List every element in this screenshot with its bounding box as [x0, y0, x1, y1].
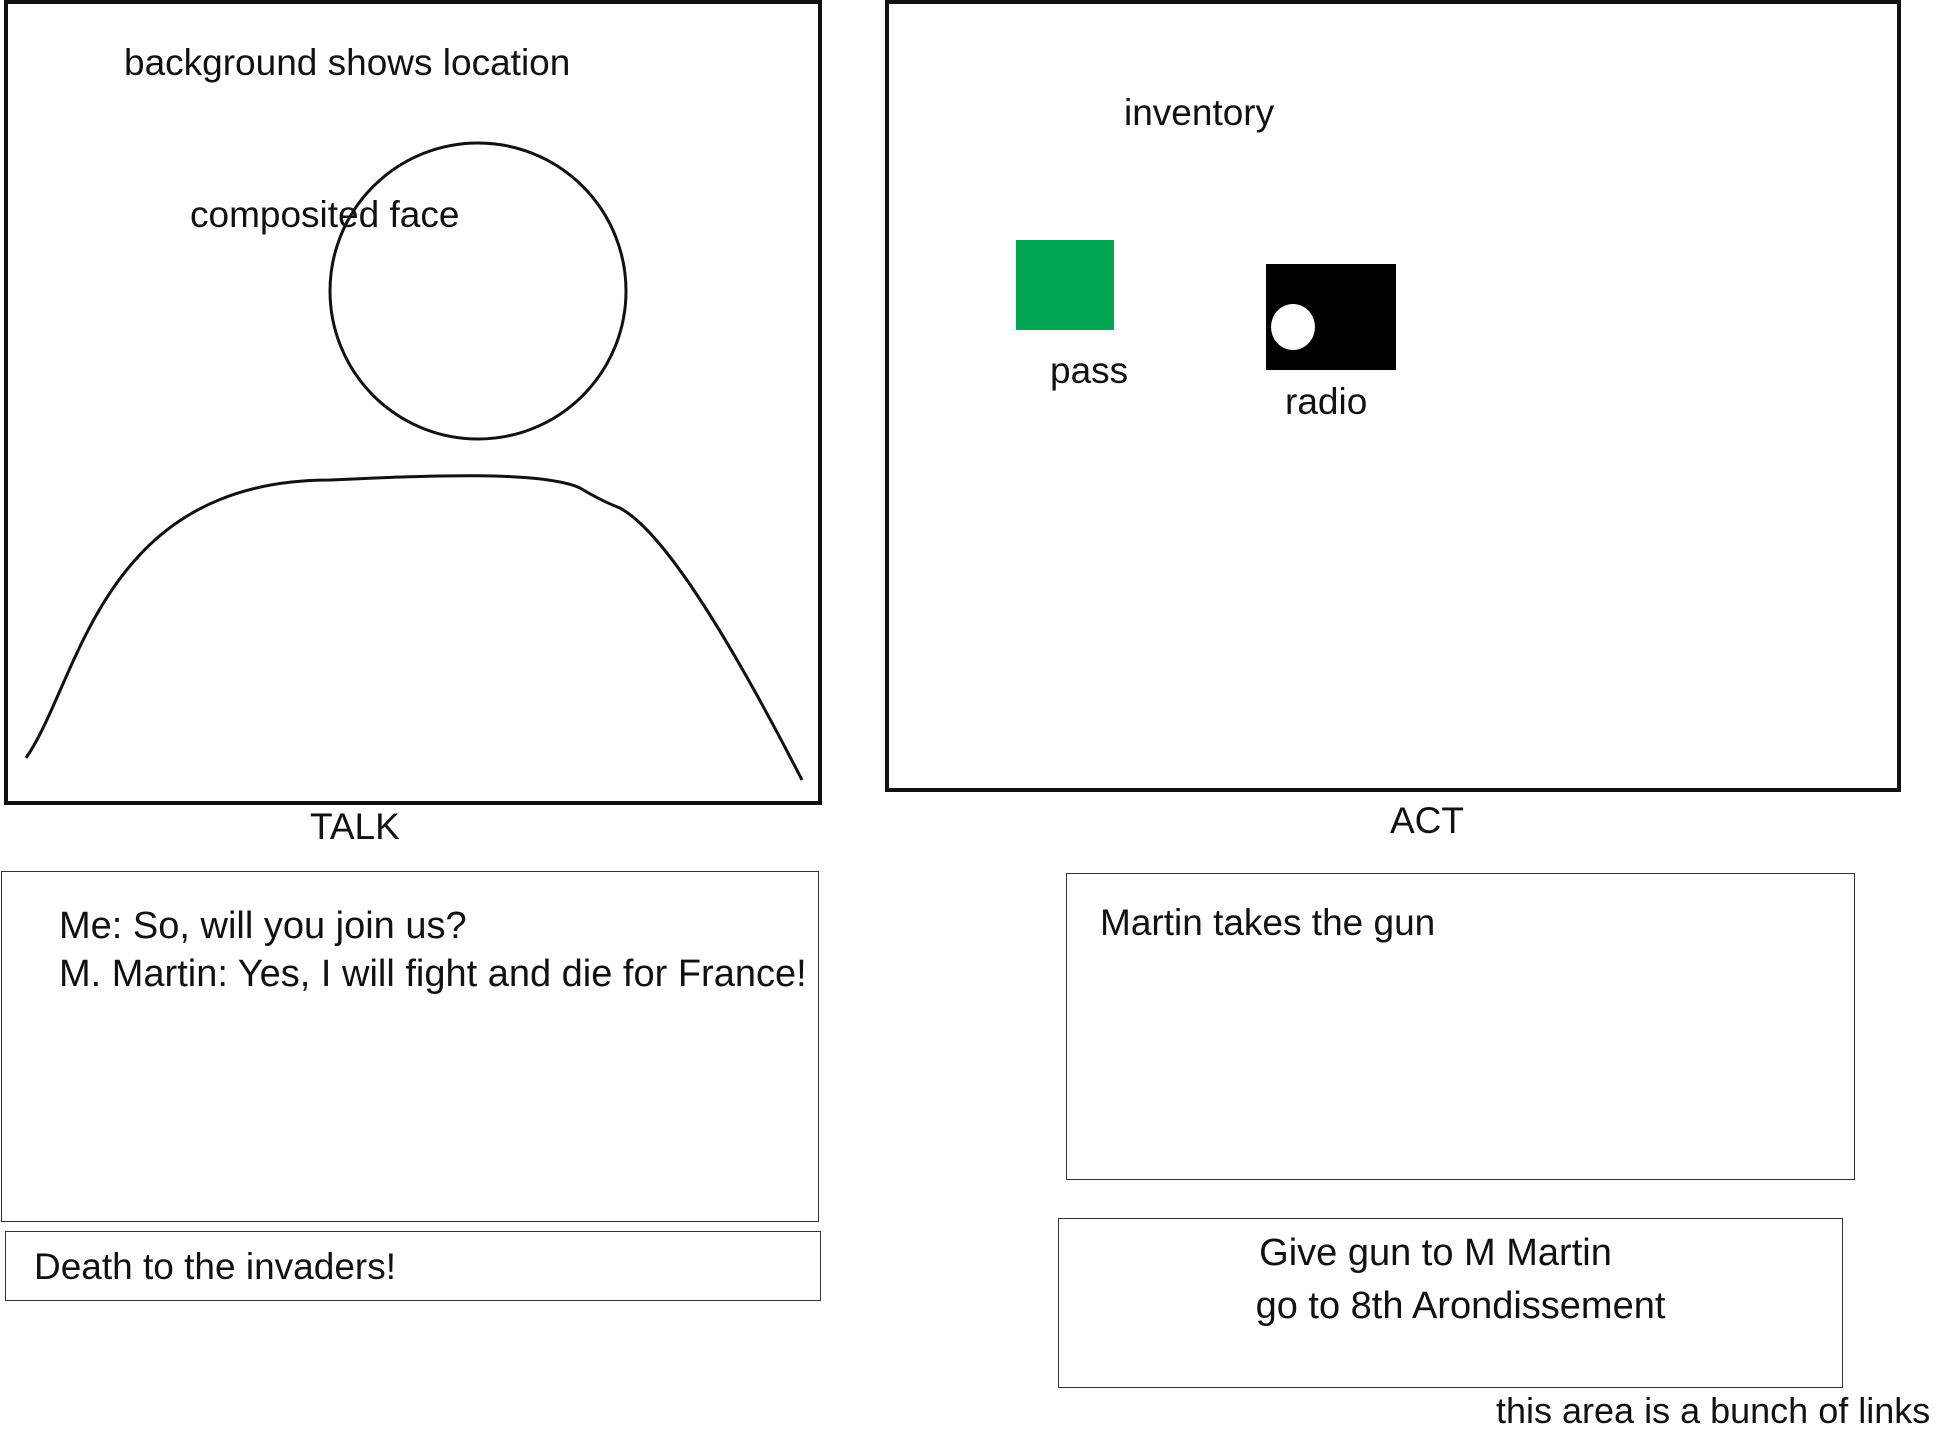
radio-icon: [1271, 304, 1315, 350]
links-note: this area is a bunch of links: [1496, 1390, 1931, 1431]
green-square-icon: [1016, 240, 1114, 330]
inventory-item-radio[interactable]: [1266, 264, 1396, 370]
background-note: background shows location: [124, 42, 571, 83]
action-log-text: Martin takes the gun: [1100, 902, 1436, 943]
inventory-heading: inventory: [1124, 92, 1275, 133]
act-caption[interactable]: ACT: [1390, 800, 1464, 841]
talk-option-box[interactable]: Death to the invaders!: [5, 1231, 821, 1301]
dialogue-line: M. Martin: Yes, I will fight and die for…: [59, 953, 807, 995]
action-link-go-8th[interactable]: go to 8th Arondissement: [1255, 1285, 1666, 1327]
dialogue-box: Me: So, will you join us? M. Martin: Yes…: [1, 871, 819, 1222]
face-circle: [328, 141, 628, 441]
action-link-give-gun[interactable]: Give gun to M Martin: [1259, 1232, 1612, 1274]
inventory-item-pass-label: pass: [1050, 350, 1129, 391]
face-note: composited face: [190, 194, 460, 235]
dialogue-line: Me: So, will you join us?: [59, 905, 467, 947]
talk-caption[interactable]: TALK: [310, 806, 400, 847]
talk-scene-panel: [4, 0, 822, 805]
inventory-panel: [885, 0, 1901, 792]
action-links-box: Give gun to M Martin go to 8th Arondisse…: [1058, 1218, 1843, 1388]
talk-option-text: Death to the invaders!: [34, 1246, 396, 1287]
action-log-box: Martin takes the gun: [1066, 873, 1855, 1180]
shoulders-outline: [24, 474, 804, 781]
inventory-item-radio-label: radio: [1285, 381, 1368, 422]
inventory-item-pass[interactable]: [1016, 240, 1114, 330]
